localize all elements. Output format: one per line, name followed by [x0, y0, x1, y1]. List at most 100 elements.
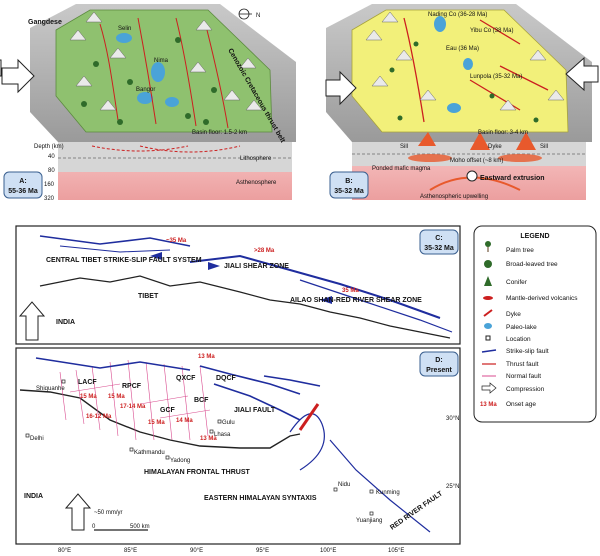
syntaxis-fold	[289, 413, 325, 471]
onset-age-icon: 13 Ma	[480, 402, 497, 408]
badge-b	[329, 171, 369, 199]
compression-arrow-right-b	[565, 56, 599, 92]
plate-boundary-c	[39, 275, 451, 339]
lat-30: 30°N	[446, 416, 459, 422]
site-nading: Nading Co (36-28 Ma)	[428, 12, 487, 18]
lake-bangor	[137, 92, 153, 104]
upwelling-label: Asthenospheric upwelling	[420, 194, 488, 200]
legend-frame	[473, 225, 597, 423]
lake-b3	[447, 103, 461, 113]
basin-floor-b: Basin floor: 3-4 km	[478, 130, 528, 136]
site-lunpola: Lunpola (35-32 Ma)	[470, 74, 522, 80]
place-lhasa: Lhasa	[214, 432, 231, 438]
thrust-fault-a2	[137, 17, 157, 125]
himalayan-frontal-thrust	[19, 389, 301, 449]
ponded-magma-1	[408, 154, 452, 162]
age-d2: 15 Ma	[80, 394, 97, 400]
site-yibu: Yibu Co (38 Ma)	[470, 28, 513, 34]
extrusion-label: Eastward extrusion	[480, 175, 545, 182]
badge-c-line1: C:	[435, 235, 442, 242]
badge-b-line1: B:	[345, 178, 352, 185]
age-d1: 13 Ma	[198, 354, 215, 360]
fault-gcf: GCF	[160, 407, 176, 414]
legend-title: LEGEND	[520, 233, 549, 240]
place-gulu: Gulu	[222, 420, 235, 426]
age-d6: 14 Ma	[176, 418, 193, 424]
central-tibet-fault	[39, 235, 191, 247]
location-icon	[485, 335, 491, 341]
asthenosphere-label-a: Asthenosphere	[236, 180, 277, 186]
legend-lake: Paleo-lake	[506, 324, 537, 331]
age-d5: 15 Ma	[148, 420, 165, 426]
magma-lines-a	[91, 145, 241, 153]
age-d7: 13 Ma	[200, 436, 217, 442]
jiali-shear-fault	[189, 254, 441, 319]
panel-a: N Gangdese Selin Nima Bangor Basin floor…	[0, 4, 296, 202]
site-eau: Eau (36 Ma)	[446, 46, 479, 52]
palm-tree-icon	[485, 241, 491, 252]
gangdese-label: Gangdese	[28, 19, 62, 26]
legend-normal: Normal fault	[506, 373, 541, 380]
legend-conifer: Conifer	[506, 279, 528, 286]
dyke-label: Dyke	[488, 144, 502, 150]
badge-a-line1: A:	[19, 178, 26, 185]
location-markers	[25, 379, 374, 516]
rate-label: ~50 mm/yr	[94, 510, 123, 516]
mountains-a	[69, 11, 263, 111]
lon-80: 80°E	[58, 548, 71, 554]
badge-a	[3, 171, 43, 199]
basin-floor-a: Basin floor: 1.5-2 km	[192, 130, 247, 136]
thrust-fault-a4	[205, 25, 229, 129]
strike-slip-icon	[481, 349, 497, 353]
ailao-shan-fault	[299, 279, 453, 333]
central-tibet-label: CENTRAL TIBET STRIKE-SLIP FAULT SYSTEM	[46, 257, 202, 264]
shear-arrow-c2	[208, 262, 220, 270]
lon-90: 90°E	[190, 548, 203, 554]
compression-icon	[481, 382, 497, 394]
thrust-fault-b4	[499, 65, 549, 91]
tibet-label: TIBET	[138, 293, 159, 300]
legend-strike-slip: Strike-slip fault	[506, 348, 549, 355]
compression-arrow-right-a	[0, 59, 2, 77]
north-label: N	[256, 13, 260, 19]
thrust-fault-a1	[99, 23, 119, 121]
legend-dyke: Dyke	[506, 311, 521, 318]
panel-d: D: Present LACF RPCF QXCF DQCF GCF BCF 1…	[15, 347, 461, 554]
age-d8: 15 Ma	[108, 394, 125, 400]
moho-offset-label: Moho offset (~8 km)	[450, 158, 503, 164]
lake-b1	[434, 16, 446, 32]
ailao-shan-label: AILAO SHAN-RED RIVER SHEAR ZONE	[290, 297, 422, 304]
red-river-fault	[329, 439, 431, 533]
compression-arrow-left-a	[1, 58, 35, 94]
age-d4: 17-14 Ma	[120, 404, 146, 410]
lithosphere-block-a	[58, 142, 292, 172]
onset-c3: 35 Ma	[342, 288, 359, 294]
jiali-shear-label: JIALI SHEAR ZONE	[224, 263, 289, 270]
depth-label-a: Depth (km)	[34, 144, 64, 150]
onset-c2: >28 Ma	[254, 248, 275, 254]
legend-compression: Compression	[506, 386, 545, 393]
hft-label: HIMALAYAN FRONTAL THRUST	[144, 469, 251, 476]
lithosphere-label-a: Lithosphere	[240, 156, 272, 162]
thrust-fault-b1	[403, 17, 425, 123]
extrusion-icon	[466, 170, 478, 182]
india-label-c: INDIA	[56, 319, 75, 326]
shear-arrow-c3	[320, 296, 332, 304]
scale-500: 500 km	[130, 524, 150, 530]
age-d3: 16-12 Ma	[86, 414, 112, 420]
fault-dqcf: DQCF	[216, 375, 237, 382]
lat-25: 25°N	[446, 484, 459, 490]
legend-palm: Palm tree	[506, 247, 534, 254]
badge-c	[419, 229, 459, 255]
lon-85: 85°E	[124, 548, 137, 554]
india-label-d: INDIA	[24, 493, 43, 500]
lon-95: 95°E	[256, 548, 269, 554]
lake-nima	[151, 62, 165, 82]
magma-label: Ponded mafic magma	[372, 166, 431, 172]
scale-0: 0	[92, 524, 96, 530]
lake-icon	[484, 323, 492, 329]
lake-label-nima: Nima	[154, 58, 169, 64]
compression-arrow-c	[18, 301, 46, 341]
syntaxis-arrow	[298, 403, 320, 431]
